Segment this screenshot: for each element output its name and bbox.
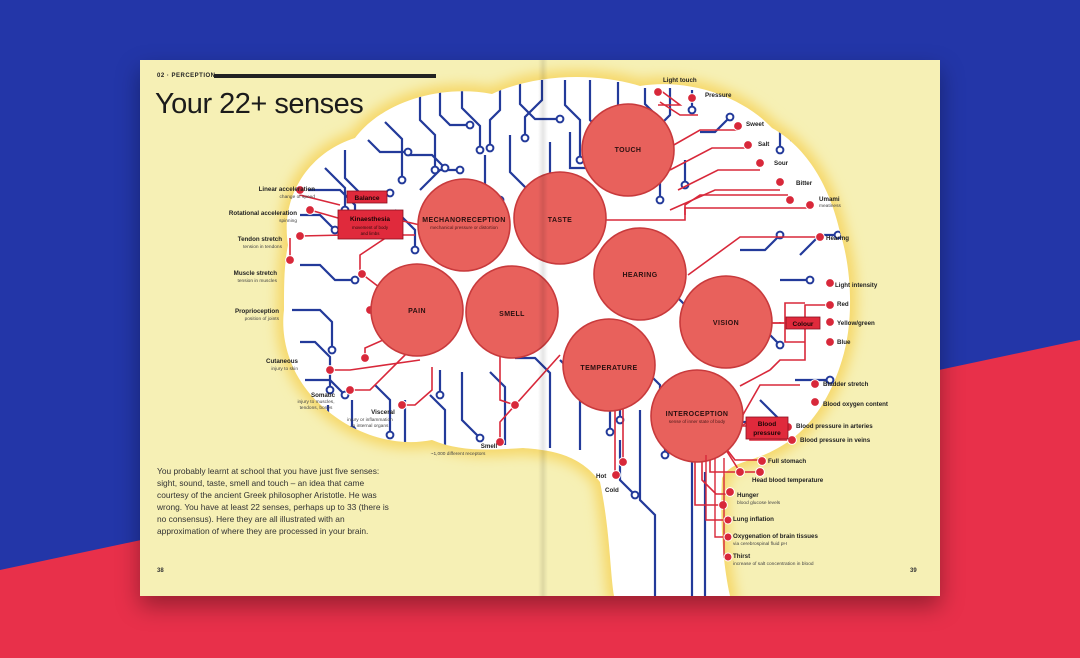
light-touch-label: Light touch bbox=[663, 77, 697, 84]
smell-sub: ~1,000 different receptors bbox=[431, 451, 486, 457]
right-page-number: 39 bbox=[910, 568, 917, 574]
header-rule bbox=[214, 74, 436, 78]
thirst-sub: increase of salt concentration in blood bbox=[733, 561, 814, 567]
section-header: 02 · PERCEPTION bbox=[157, 73, 216, 79]
taste-label: TASTE bbox=[548, 217, 572, 224]
blood-pressure-label-2: pressure bbox=[753, 430, 781, 437]
brain-diagram: TOUCH MECHANORECEPTION mechanical pressu… bbox=[229, 70, 888, 596]
cutaneous-sub: injury to skin bbox=[271, 366, 298, 372]
balance-label: Balance bbox=[355, 195, 380, 202]
bitter-label: Bitter bbox=[796, 180, 813, 187]
colour-box: Colour bbox=[785, 316, 821, 330]
somatic-label: Somatic bbox=[311, 392, 336, 399]
hearing-right-label: Hearing bbox=[826, 235, 849, 242]
blood-pressure-box: Blood pressure bbox=[745, 416, 789, 440]
visceral-sub-1: injury or inflammation bbox=[347, 417, 393, 423]
kinaesthesia-box: Kinaesthesia movement of body and limbs bbox=[337, 209, 404, 240]
lung-inflation-label: Lung inflation bbox=[733, 516, 774, 523]
mechanoreception-circle bbox=[417, 178, 511, 272]
proprioception-label: Proprioception bbox=[235, 308, 279, 315]
visceral-sub-2: in internal organs bbox=[352, 423, 389, 429]
kinaesthesia-label: Kinaesthesia bbox=[350, 216, 390, 223]
mechanoreception-sublabel: mechanical pressure or distortion bbox=[430, 225, 498, 230]
umami-label: Umami bbox=[819, 196, 840, 203]
muscle-stretch-label: Muscle stretch bbox=[234, 270, 278, 277]
head-temp-label: Head blood temperature bbox=[752, 477, 824, 484]
smell-circle bbox=[465, 265, 559, 359]
linear-acceleration-sub: change of speed bbox=[280, 194, 316, 200]
temperature-circle bbox=[562, 318, 656, 412]
somatic-sub-1: injury to muscles, bbox=[297, 399, 334, 405]
magazine-spread: TOUCH MECHANORECEPTION mechanical pressu… bbox=[140, 60, 940, 596]
light-intensity-label: Light intensity bbox=[835, 282, 878, 289]
touch-circle bbox=[581, 103, 675, 197]
rotational-acceleration-label: Rotational acceleration bbox=[229, 210, 297, 217]
left-labels: Linear acceleration change of speed Rota… bbox=[229, 186, 315, 372]
smell-circle-label: SMELL bbox=[499, 311, 525, 318]
balance-box: Balance bbox=[346, 190, 388, 204]
proprioception-sub: position of joints bbox=[245, 316, 280, 322]
tendon-stretch-sub: tension in tendons bbox=[243, 244, 283, 250]
pain-label: PAIN bbox=[408, 308, 426, 315]
right-labels: Light touch Pressure Sweet Salt Sour Bit… bbox=[663, 77, 888, 567]
taste-circle bbox=[513, 171, 607, 265]
yellow-green-label: Yellow/green bbox=[837, 320, 875, 327]
interoception-sublabel: sense of inner state of body bbox=[669, 419, 726, 424]
hearing-label: HEARING bbox=[622, 272, 657, 279]
rotational-acceleration-sub: spinning bbox=[279, 218, 297, 224]
pressure-label: Pressure bbox=[705, 92, 732, 99]
oxygenation-sub: via cerebrospinal fluid pH bbox=[733, 541, 787, 547]
oxygenation-label: Oxygenation of brain tissues bbox=[733, 533, 818, 540]
umami-sub: meatiness bbox=[819, 203, 841, 209]
cold-label: Cold bbox=[605, 487, 619, 494]
hunger-sub: blood glucose levels bbox=[737, 500, 781, 506]
interoception-label: INTEROCEPTION bbox=[666, 411, 729, 418]
sour-label: Sour bbox=[774, 160, 789, 167]
blood-pressure-label-1: Blood bbox=[758, 421, 776, 428]
red-label: Red bbox=[837, 301, 849, 308]
sense-circles bbox=[370, 103, 773, 463]
sweet-label: Sweet bbox=[746, 121, 764, 128]
muscle-stretch-sub: tension in muscles bbox=[238, 278, 278, 284]
cutaneous-label: Cutaneous bbox=[266, 358, 299, 365]
vision-label: VISION bbox=[713, 320, 739, 327]
hot-label: Hot bbox=[596, 473, 606, 480]
somatic-sub-2: tendons, bones bbox=[300, 405, 333, 411]
hearing-circle bbox=[593, 227, 687, 321]
intro-paragraph: You probably learnt at school that you h… bbox=[157, 466, 389, 536]
temperature-label: TEMPERATURE bbox=[580, 365, 637, 372]
bladder-stretch-label: Bladder stretch bbox=[823, 381, 869, 388]
vision-circle bbox=[679, 275, 773, 369]
blue-label: Blue bbox=[837, 339, 851, 346]
thirst-label: Thirst bbox=[733, 553, 750, 560]
blood-oxygen-label: Blood oxygen content bbox=[823, 401, 888, 408]
lower-left-labels: Somatic injury to muscles, tendons, bone… bbox=[297, 392, 497, 457]
visceral-label: Visceral bbox=[371, 409, 395, 416]
kinaesthesia-sub2: and limbs bbox=[361, 231, 381, 236]
kinaesthesia-sub1: movement of body bbox=[352, 225, 389, 230]
smell-label: Smell bbox=[481, 443, 498, 450]
colour-label: Colour bbox=[793, 321, 814, 328]
page-title: Your 22+ senses bbox=[155, 88, 364, 120]
interoception-circle bbox=[650, 369, 744, 463]
touch-label: TOUCH bbox=[615, 147, 642, 154]
full-stomach-label: Full stomach bbox=[768, 458, 806, 465]
linear-acceleration-label: Linear acceleration bbox=[259, 186, 316, 193]
bp-arteries-label: Blood pressure in arteries bbox=[796, 423, 873, 430]
salt-label: Salt bbox=[758, 141, 769, 148]
hunger-label: Hunger bbox=[737, 492, 759, 499]
bp-veins-label: Blood pressure in veins bbox=[800, 437, 871, 444]
mechanoreception-label: MECHANORECEPTION bbox=[422, 217, 505, 224]
lower-right-dots bbox=[723, 515, 733, 562]
pain-circle bbox=[370, 263, 464, 357]
left-page-number: 38 bbox=[157, 568, 164, 574]
tendon-stretch-label: Tendon stretch bbox=[238, 236, 282, 243]
